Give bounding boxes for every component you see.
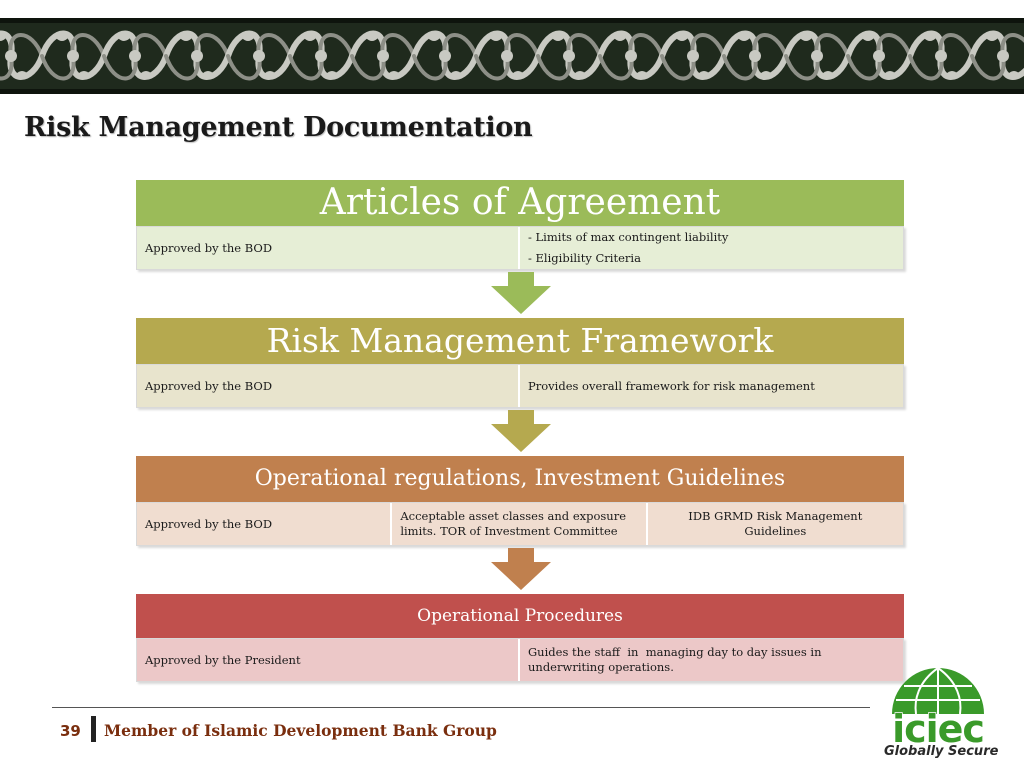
footer-divider <box>52 707 870 708</box>
scope-text-line: underwriting operations. <box>528 660 674 674</box>
logo-wordmark: iciec <box>892 707 984 751</box>
approval-cell: Approved by the BOD <box>137 365 520 407</box>
footer-separator <box>91 716 96 742</box>
tier-operational-procedures: Operational Procedures Approved by the P… <box>136 594 904 682</box>
tier-row: Approved by the BOD - Limits of max cont… <box>136 226 904 270</box>
scope-text-line: Guides the staff in managing day to day … <box>528 645 822 660</box>
scope-cell: Acceptable asset classes and exposure li… <box>392 503 648 545</box>
reference-cell: IDB GRMD Risk Management Guidelines <box>647 503 903 545</box>
down-arrow-icon <box>491 410 551 452</box>
scope-text-line: - Eligibility Criteria <box>528 251 641 265</box>
down-arrow-icon <box>491 272 551 314</box>
reference-text-line: IDB GRMD Risk Management <box>688 509 863 524</box>
tier-articles-of-agreement: Articles of Agreement Approved by the BO… <box>136 180 904 270</box>
arabesque-pattern <box>0 18 1024 94</box>
page-number: 39 <box>60 722 81 740</box>
down-arrow-icon <box>491 548 551 590</box>
reference-text-line: Guidelines <box>744 524 807 538</box>
approval-cell: Approved by the President <box>137 639 520 681</box>
scope-text-line: limits. TOR of Investment Committee <box>400 524 618 538</box>
tier-operational-regulations: Operational regulations, Investment Guid… <box>136 456 904 546</box>
approval-cell: Approved by the BOD <box>137 227 520 269</box>
tier-risk-management-framework: Risk Management Framework Approved by th… <box>136 318 904 408</box>
footer-text: Member of Islamic Development Bank Group <box>104 721 497 740</box>
approval-text: Approved by the BOD <box>145 240 273 255</box>
scope-cell: Provides overall framework for risk mana… <box>520 365 903 407</box>
tier-header: Operational Procedures <box>136 594 904 638</box>
tier-header: Articles of Agreement <box>136 180 904 226</box>
scope-text-line: Provides overall framework for risk mana… <box>528 378 815 393</box>
scope-cell: - Limits of max contingent liability - E… <box>520 227 903 269</box>
approval-text: Approved by the President <box>145 652 301 667</box>
logo-tagline: Globally Secure <box>884 744 999 759</box>
scope-text-line: - Limits of max contingent liability <box>528 230 729 245</box>
decorative-banner <box>0 18 1024 94</box>
tier-row: Approved by the President Guides the sta… <box>136 638 904 682</box>
approval-cell: Approved by the BOD <box>137 503 393 545</box>
tier-row: Approved by the BOD Acceptable asset cla… <box>136 502 904 546</box>
tier-header: Operational regulations, Investment Guid… <box>136 456 904 502</box>
slide-title: Risk Management Documentation <box>24 112 533 143</box>
tier-row: Approved by the BOD Provides overall fra… <box>136 364 904 408</box>
scope-text-line: Acceptable asset classes and exposure <box>400 509 627 524</box>
iciec-logo: iciec <box>891 667 986 752</box>
tier-header: Risk Management Framework <box>136 318 904 364</box>
approval-text: Approved by the BOD <box>145 516 273 531</box>
scope-cell: Guides the staff in managing day to day … <box>520 639 903 681</box>
approval-text: Approved by the BOD <box>145 378 273 393</box>
